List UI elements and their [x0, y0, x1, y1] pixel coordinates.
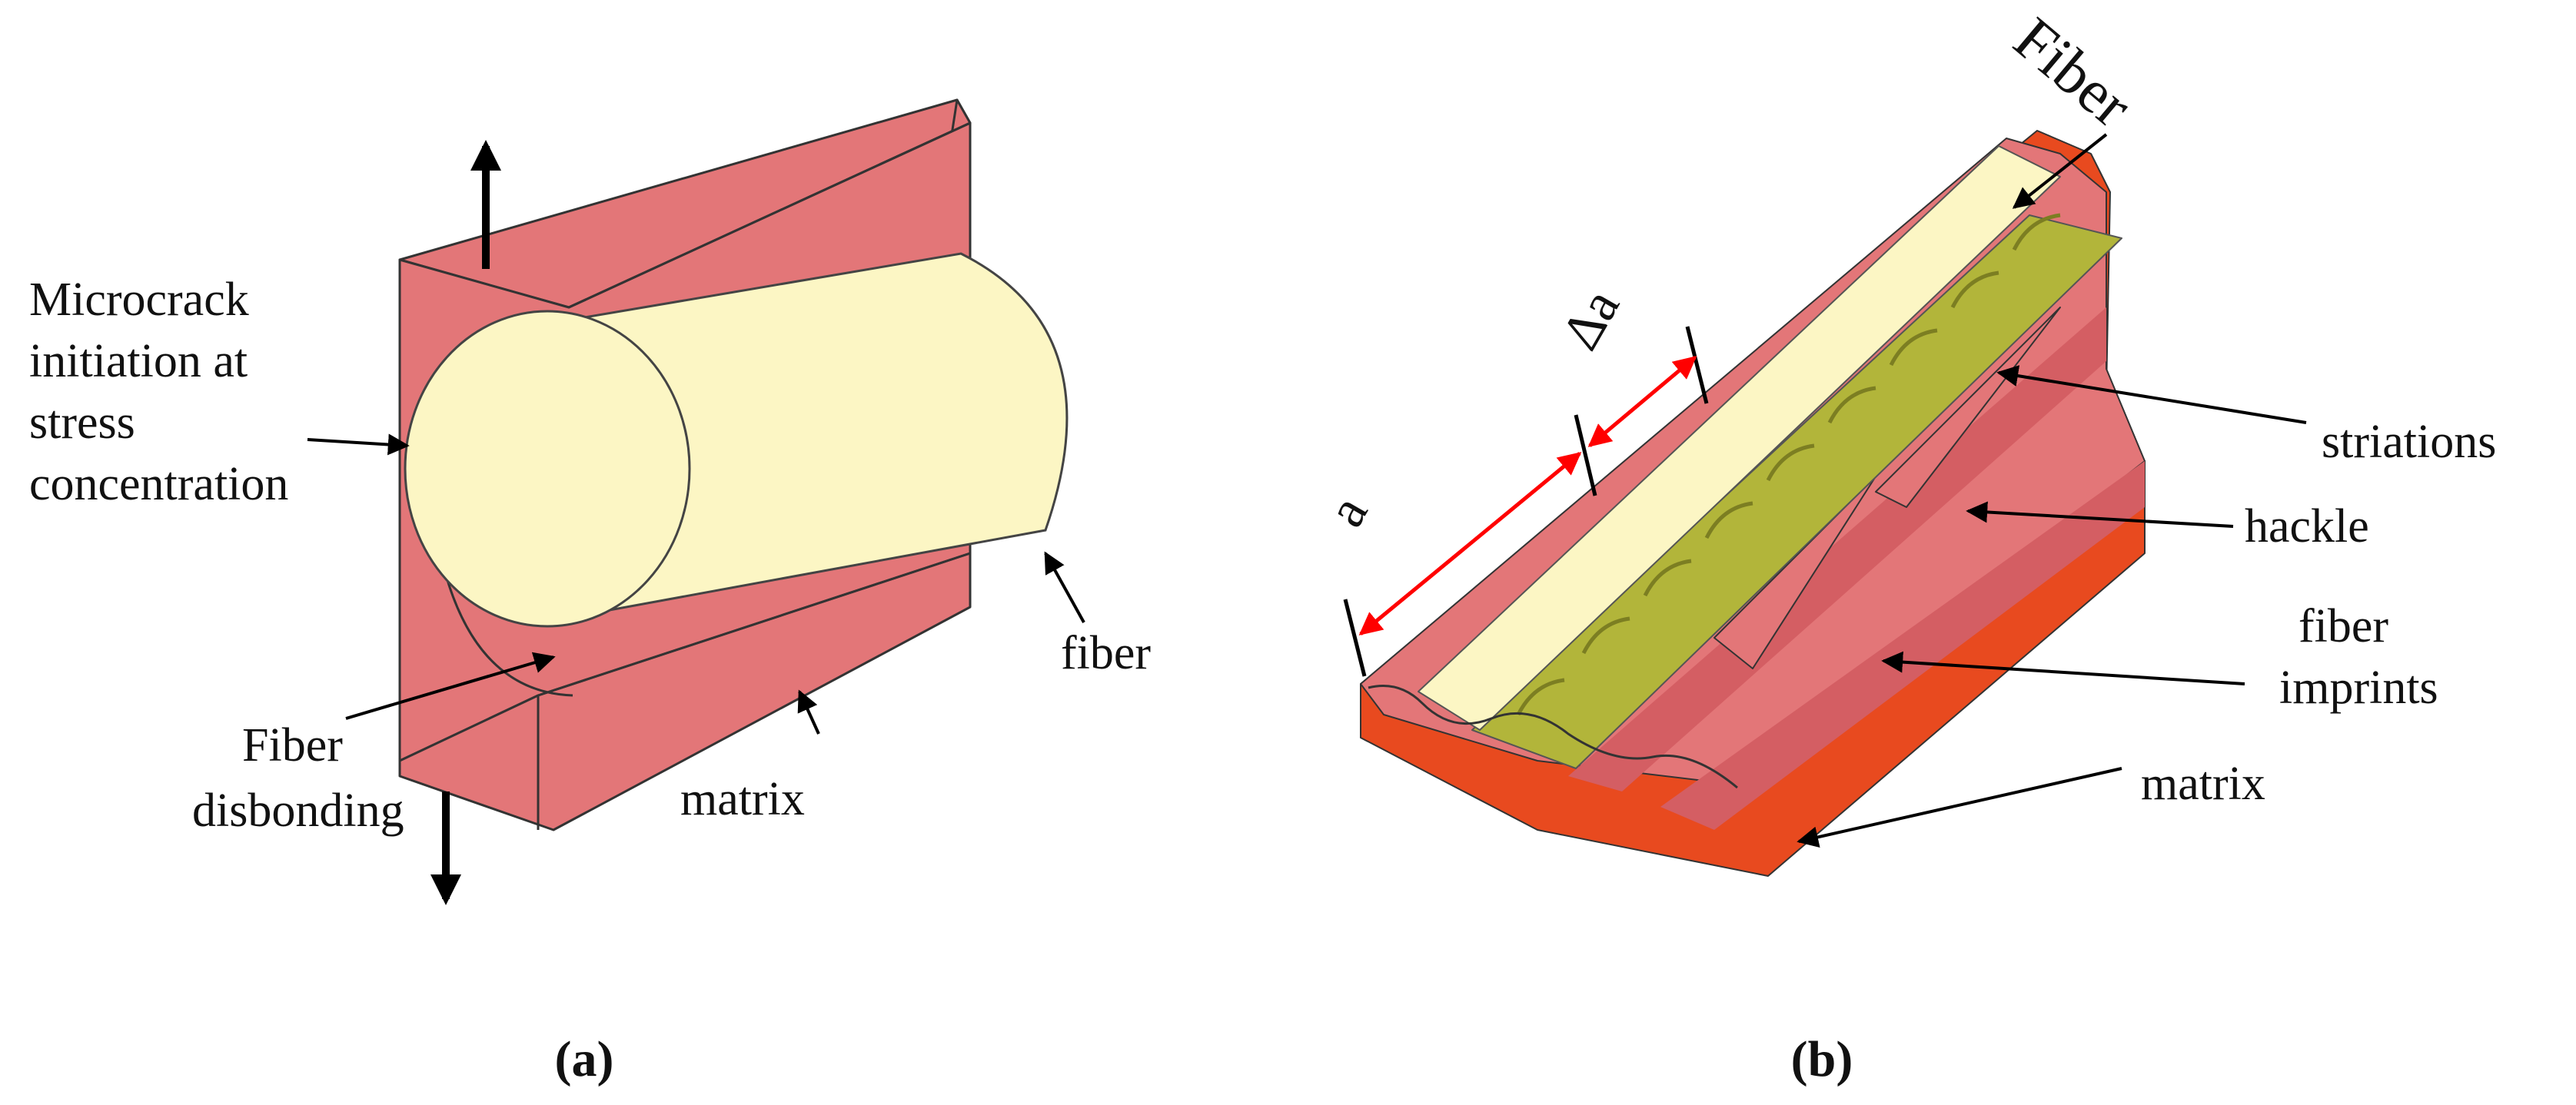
label-matrix-b: matrix [2141, 758, 2265, 810]
fiber-cylinder [404, 252, 1069, 697]
label-matrix-a: matrix [680, 773, 805, 825]
pointer-microcrack [307, 433, 410, 456]
pointer-matrix-b [1797, 767, 2122, 848]
pointer-striations [1996, 365, 2307, 424]
label-imprints-2: imprints [2279, 662, 2438, 714]
striation-ridges [1516, 213, 2061, 716]
fiber-imprint-groove-2 [1660, 461, 2145, 830]
label-fiber-a: fiber [1061, 627, 1151, 679]
striation-band [1471, 214, 2122, 769]
dim-arrow-a [1358, 452, 1582, 635]
dim-arrow-delta-a [1587, 356, 1697, 447]
pointer-imprints [1881, 651, 2245, 685]
dim-tick-3 [1685, 326, 1709, 404]
fiber-end-face [404, 310, 691, 628]
label-disbond-2: disbonding [192, 785, 404, 837]
dim-tick-1 [1343, 599, 1367, 677]
label-imprints-1: fiber [2298, 600, 2388, 652]
pointer-hackle [1966, 501, 2234, 528]
panel-b: a Δa Fiber striations hackle fiber impri… [1316, 5, 2496, 1087]
pointer-fiber-b [2012, 133, 2108, 209]
label-delta-a: Δa [1551, 280, 1631, 360]
label-hackle: hackle [2245, 500, 2369, 552]
label-a: a [1316, 486, 1379, 536]
hackle-spike-1 [1713, 476, 1876, 669]
end-profile-scallops [1368, 685, 1738, 789]
fiber-imprint-groove-1 [1568, 307, 2106, 791]
pointer-matrix-a [797, 689, 820, 735]
pointer-disbond [345, 652, 556, 720]
dim-tick-2 [1574, 414, 1597, 496]
label-microcrack-1: Microcrack [29, 274, 249, 326]
pointer-fiber-a [1044, 551, 1085, 623]
caption-a: (a) [555, 1031, 614, 1087]
caption-b: (b) [1791, 1031, 1853, 1087]
label-microcrack-3: stress [29, 397, 135, 449]
matrix-edge-top [568, 121, 971, 309]
label-fiber-b: Fiber [2001, 5, 2144, 140]
panel-a: Microcrack initiation at stress concentr… [29, 98, 1151, 1087]
label-microcrack-2: initiation at [29, 335, 248, 387]
label-microcrack-4: concentration [29, 458, 288, 510]
hackle-spike-2 [1875, 307, 2061, 508]
matrix-edge-bottom [537, 552, 971, 697]
label-disbond-1: Fiber [242, 719, 343, 772]
label-striations: striations [2322, 416, 2496, 468]
